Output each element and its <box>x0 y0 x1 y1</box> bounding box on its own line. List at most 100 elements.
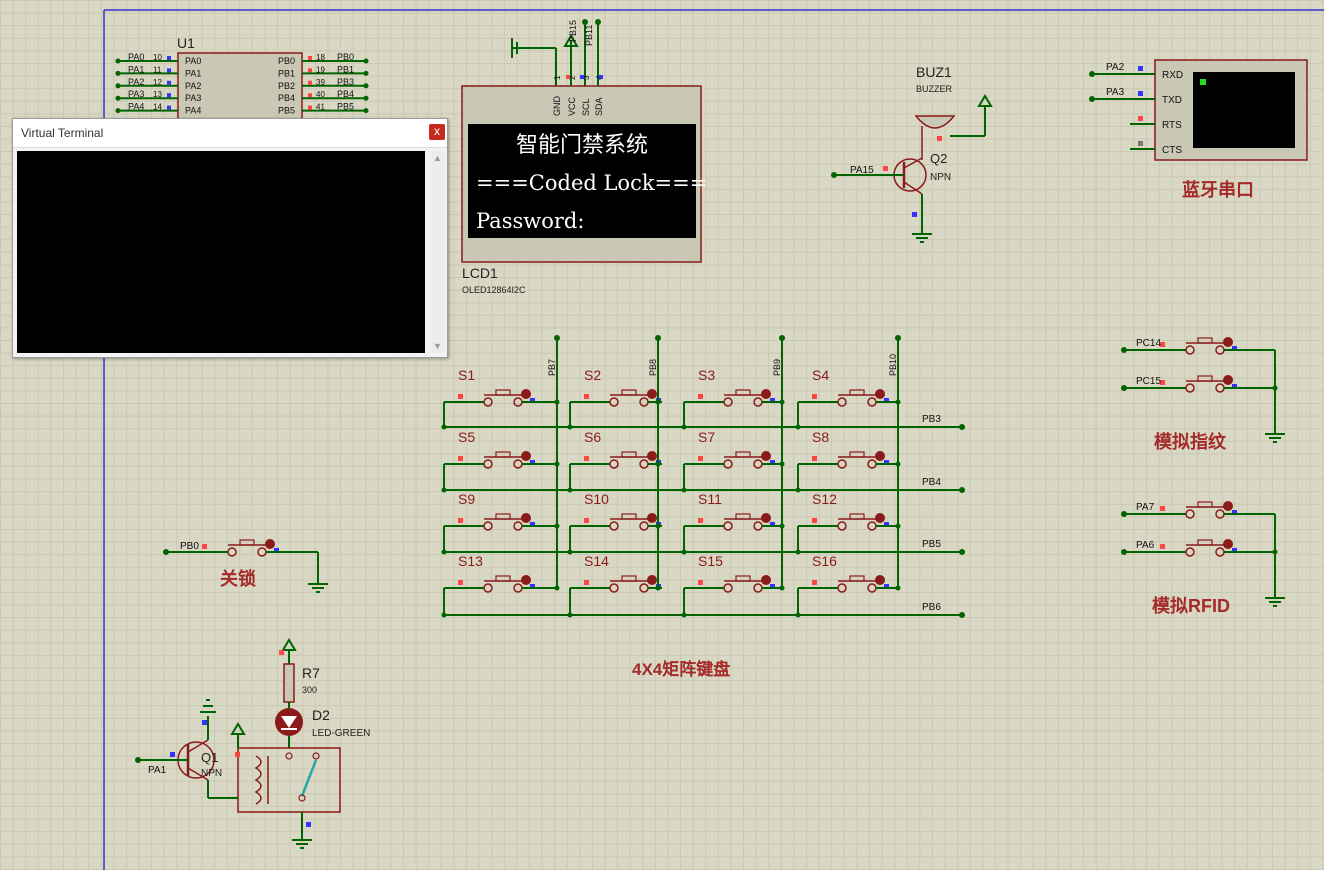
key-s7[interactable] <box>697 450 777 469</box>
key-s16[interactable] <box>811 574 891 593</box>
keypad-col-net: PB7 <box>547 359 557 376</box>
lcd-pin-label: VCC <box>567 96 577 116</box>
mcu-pin-number: 39 <box>316 78 325 87</box>
key-s3-label: S3 <box>698 367 715 383</box>
key-s14[interactable] <box>583 574 663 593</box>
terminal-screen[interactable] <box>17 151 425 353</box>
key-s9[interactable] <box>457 512 537 531</box>
fingerprint-sim[interactable]: PC14 PC15 模拟指纹 <box>1121 336 1286 452</box>
mcu-pin-number: 14 <box>153 103 162 112</box>
mcu-net-label: PA3 <box>128 89 144 99</box>
rfid-sim[interactable]: PA7 PA6 模拟RFID <box>1121 500 1286 616</box>
key-s2[interactable] <box>583 388 663 407</box>
key-s10-label: S10 <box>584 491 609 507</box>
rfid-label: 模拟RFID <box>1152 595 1230 616</box>
key-s16-label: S16 <box>812 553 837 569</box>
bluetooth-net: PA2 <box>1106 62 1125 73</box>
key-s11-label: S11 <box>698 491 722 507</box>
keypad-row-net: PB4 <box>922 477 941 488</box>
relay-circuit[interactable]: R7 300 D2 LED-GREEN PA1 <box>135 639 370 849</box>
mcu-pin-name: PA2 <box>185 81 201 91</box>
mcu-pin-name: PA1 <box>185 68 201 78</box>
key-s12-label: S12 <box>812 491 837 507</box>
lcd-pin-label: GND <box>552 96 562 117</box>
key-s4-label: S4 <box>812 367 829 383</box>
key-s15[interactable] <box>697 574 777 593</box>
mcu-pin-number: 19 <box>316 65 325 74</box>
key-s6-label: S6 <box>584 429 601 445</box>
r7-ref: R7 <box>302 665 320 681</box>
lcd-pin-number: 1 <box>553 75 562 80</box>
mcu-net-label: PB0 <box>337 52 354 62</box>
rfid-net-1: PA7 <box>1136 502 1155 513</box>
key-s4[interactable] <box>811 388 891 407</box>
mcu-pin-name: PA4 <box>185 106 201 116</box>
lcd-pin-label: SCL <box>581 98 591 116</box>
key-s8[interactable] <box>811 450 891 469</box>
key-s2-label: S2 <box>584 367 601 383</box>
mcu-pin-name: PB0 <box>278 56 295 66</box>
scroll-up-icon[interactable]: ▲ <box>433 153 442 163</box>
virtual-terminal-window[interactable]: Virtual Terminal x ▲ ▼ <box>12 118 448 358</box>
close-button[interactable]: x <box>429 124 445 140</box>
mcu-pin-name: PB5 <box>278 106 295 116</box>
key-s11[interactable] <box>697 512 777 531</box>
d2-ref: D2 <box>312 707 330 723</box>
key-s5[interactable] <box>457 450 537 469</box>
keypad-col-net: PB8 <box>648 359 658 376</box>
keypad-col-net: PB10 <box>888 354 898 376</box>
mcu-net-label: PB3 <box>337 77 354 87</box>
mcu-pin-name: PA0 <box>185 56 201 66</box>
key-s5-label: S5 <box>458 429 475 445</box>
lcd-pin-labels: GND1VCC2SCL3SDA4 <box>552 75 604 116</box>
key-s12[interactable] <box>811 512 891 531</box>
mcu-net-label: PA2 <box>128 77 144 87</box>
buzzer-ref: BUZ1 <box>916 64 952 80</box>
key-s6[interactable] <box>583 450 663 469</box>
lock-button[interactable]: PB0 关锁 <box>163 538 329 593</box>
key-s9-label: S9 <box>458 491 475 507</box>
buzzer-part: BUZZER <box>916 84 953 94</box>
buzzer-circuit[interactable]: BUZ1 BUZZER PA15 Q2 NPN <box>831 64 993 243</box>
d2-part: LED-GREEN <box>312 728 370 739</box>
lock-label: 关锁 <box>220 568 256 589</box>
fingerprint-label: 模拟指纹 <box>1154 431 1227 452</box>
bluetooth-pin-label: TXD <box>1162 95 1182 106</box>
mcu-pin-number: 18 <box>316 53 325 62</box>
bluetooth-net: PA3 <box>1106 87 1125 98</box>
q2-type: NPN <box>930 172 951 183</box>
key-s14-label: S14 <box>584 553 609 569</box>
lcd-ref: LCD1 <box>462 265 498 281</box>
q1-net: PA1 <box>148 765 167 776</box>
q1-type: NPN <box>201 768 222 779</box>
keypad-label: 4X4矩阵键盘 <box>632 659 730 679</box>
oled-line-1: 智能门禁系统 <box>516 133 648 158</box>
key-s13[interactable] <box>457 574 537 593</box>
scroll-down-icon[interactable]: ▼ <box>433 341 442 351</box>
terminal-scrollbar[interactable]: ▲ ▼ <box>431 151 445 353</box>
oled-line-3: Password: <box>476 209 584 233</box>
key-s1[interactable] <box>457 388 537 407</box>
key-s1-label: S1 <box>458 367 475 383</box>
virtual-terminal-title[interactable]: Virtual Terminal <box>13 119 447 148</box>
oled-lcd1[interactable]: PB15 PB11 GND1VCC2SCL3SDA4 智能门禁系统 ===Cod… <box>461 19 707 295</box>
bluetooth-pin-label: RXD <box>1162 70 1183 81</box>
buzzer-net: PA15 <box>850 165 874 176</box>
key-s10[interactable] <box>583 512 663 531</box>
keypad-col-net: PB9 <box>772 359 782 376</box>
key-s15-label: S15 <box>698 553 723 569</box>
fingerprint-net-2: PC15 <box>1136 376 1161 387</box>
bluetooth-pin-label: RTS <box>1162 120 1182 131</box>
key-s3[interactable] <box>697 388 777 407</box>
mcu-pin-number: 13 <box>153 90 162 99</box>
lcd-net-scl: PB15 <box>568 20 578 42</box>
q1-ref: Q1 <box>201 750 218 765</box>
lock-net: PB0 <box>180 541 199 552</box>
bluetooth-pin-label: CTS <box>1162 145 1182 156</box>
